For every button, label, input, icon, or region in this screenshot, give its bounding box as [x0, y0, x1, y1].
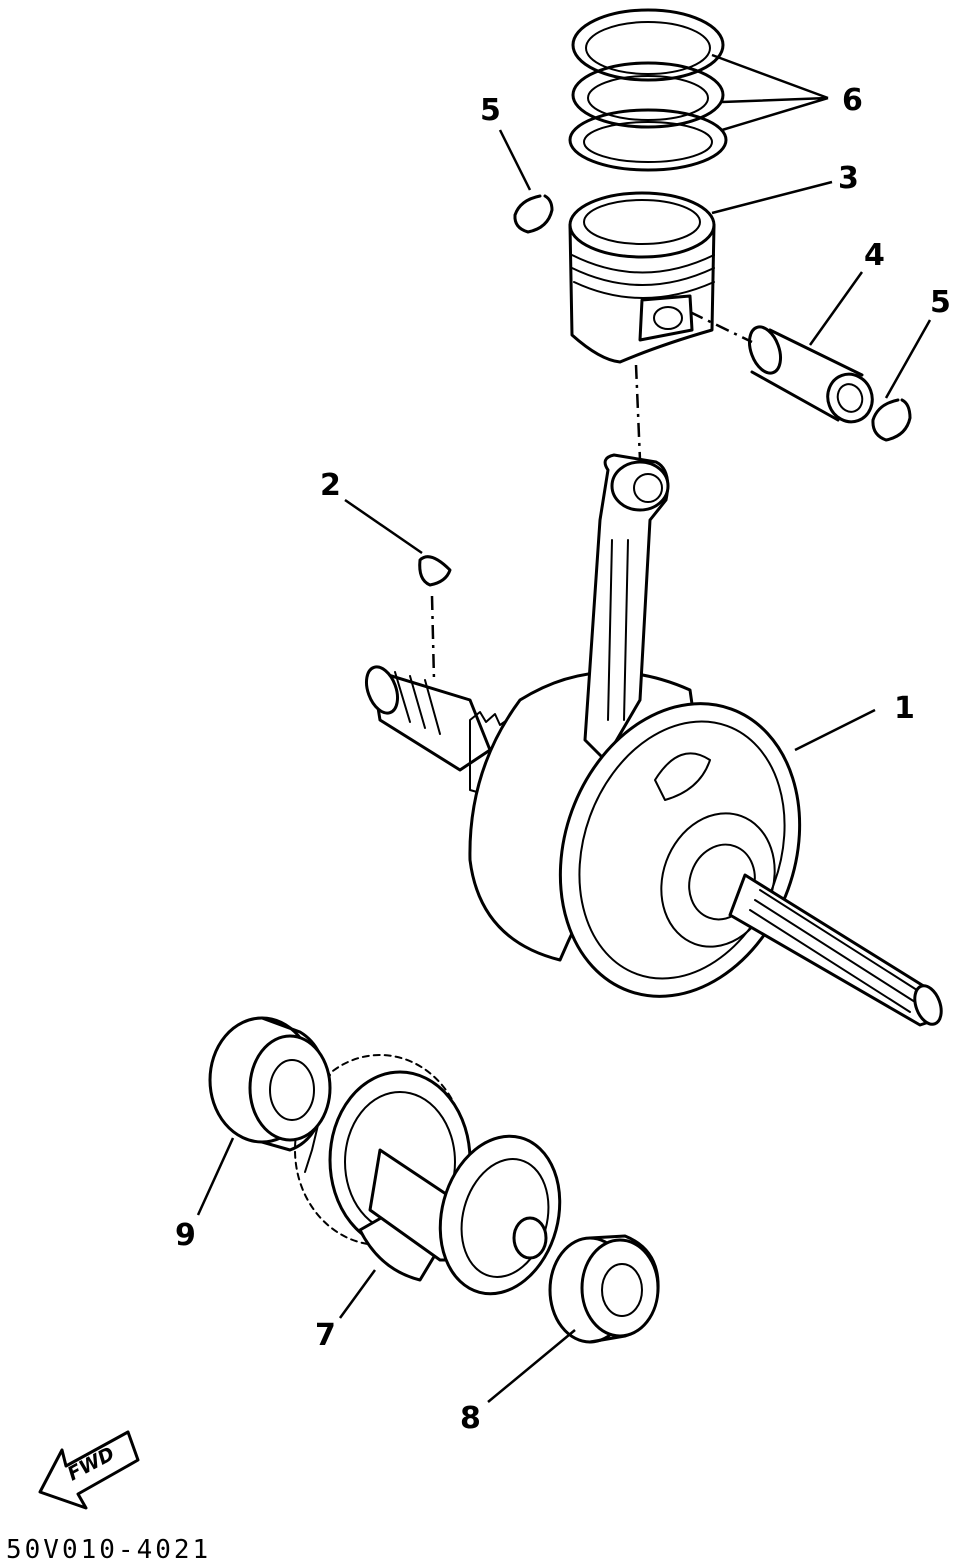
crankshaft-assembly	[364, 453, 943, 1027]
balancer-shaft	[294, 1054, 562, 1296]
fwd-arrow-icon: FWD	[38, 1430, 140, 1510]
piston-pin	[747, 325, 874, 424]
pin-centerline	[689, 310, 753, 344]
callout-2: 2	[320, 468, 341, 503]
circlip-right	[871, 398, 912, 442]
callout-7: 7	[315, 1318, 336, 1353]
woodruff-key	[418, 555, 452, 587]
callout-5-left: 5	[480, 93, 501, 128]
callout-4: 4	[864, 238, 885, 273]
piston-rings	[568, 8, 728, 172]
bearing-right	[548, 1234, 660, 1344]
callout-6: 6	[842, 83, 863, 118]
callout-5-right: 5	[930, 285, 951, 320]
callout-3: 3	[838, 161, 859, 196]
rod-centerline	[634, 364, 642, 461]
circlip-left	[513, 194, 554, 234]
callout-1: 1	[894, 691, 915, 726]
drawing-code: 50V010-4021	[6, 1535, 211, 1565]
leader-lines	[196, 53, 932, 1403]
callout-9: 9	[175, 1218, 196, 1253]
callout-8: 8	[460, 1401, 481, 1436]
bearing-left	[208, 1016, 332, 1152]
piston	[568, 191, 716, 364]
key-centerline	[430, 595, 436, 681]
